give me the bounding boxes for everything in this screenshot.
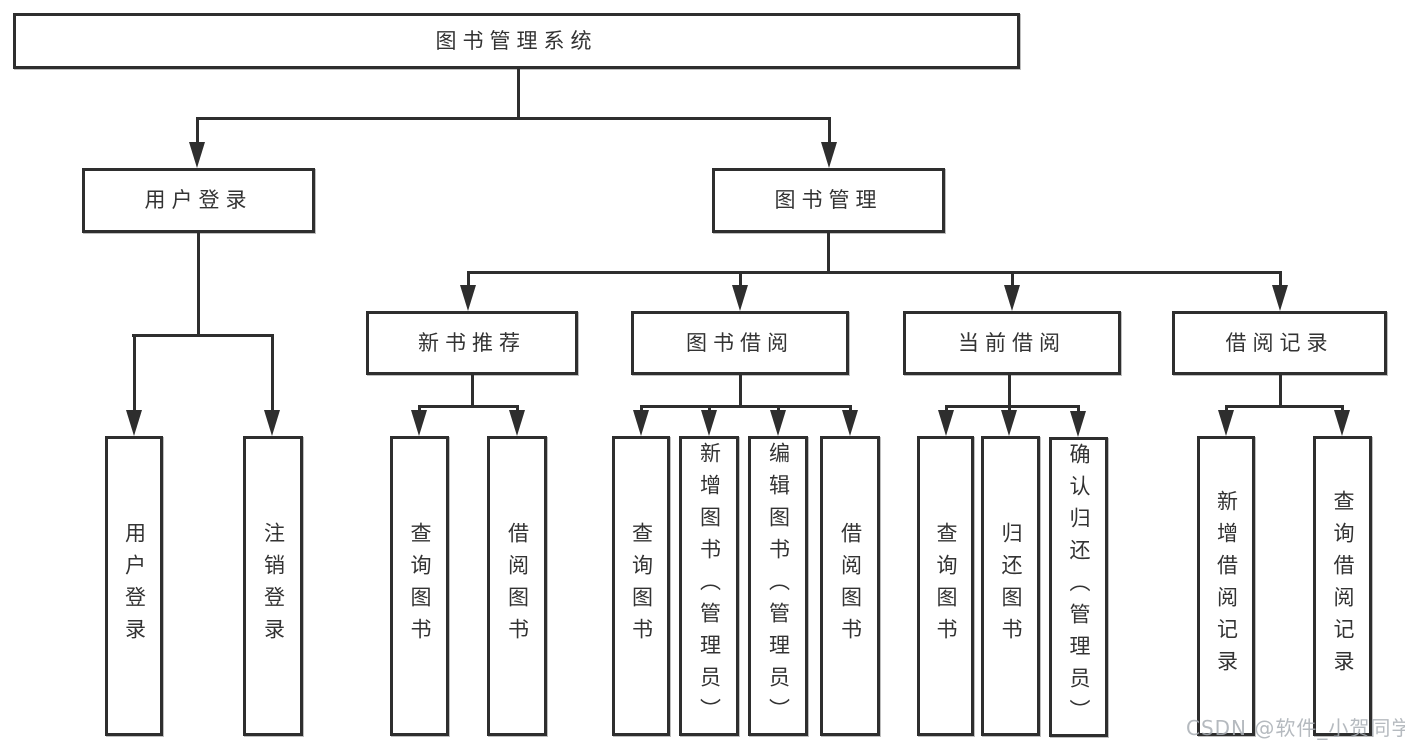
node-new-book-recommend: 新书推荐: [366, 311, 578, 375]
node-current-borrow: 当前借阅: [903, 311, 1121, 375]
leaf-edit-book-admin: 编辑图书（管理员）: [748, 436, 808, 736]
connector-drop: [828, 117, 831, 150]
arrow-down: [460, 285, 476, 311]
leaf-query-borrow-record: 查询借阅记录: [1313, 436, 1372, 736]
arrow-down: [1070, 411, 1086, 437]
connector-drop: [945, 405, 948, 414]
connector-drop: [133, 334, 136, 416]
node-user-login: 用户登录: [82, 168, 315, 233]
arrow-down: [842, 410, 858, 436]
connector-user-login-stem: [197, 231, 200, 336]
connector-drop: [739, 271, 742, 292]
connector-drop: [271, 334, 274, 416]
arrow-down: [633, 410, 649, 436]
arrow-down: [732, 285, 748, 311]
connector-drop: [516, 405, 519, 414]
leaf-query-books-current: 查询图书: [917, 436, 974, 736]
arrow-down: [1001, 410, 1017, 436]
node-borrow-records: 借阅记录: [1172, 311, 1387, 375]
connector-root-stem: [517, 68, 520, 120]
connector-drop: [1279, 271, 1282, 292]
arrow-down: [1334, 410, 1350, 436]
node-library-system: 图书管理系统: [13, 13, 1020, 69]
connector-group-hline: [640, 405, 851, 408]
arrow-down: [1218, 410, 1234, 436]
connector-group-hline: [1225, 405, 1344, 408]
connector-group-stem: [739, 373, 742, 408]
connector-level2-hline: [467, 271, 1281, 274]
connector-drop: [467, 271, 470, 292]
arrow-down: [821, 142, 837, 168]
leaf-logout: 注销登录: [243, 436, 303, 736]
connector-level1-hline: [196, 117, 831, 120]
connector-drop: [777, 405, 780, 414]
leaf-return-book: 归还图书: [981, 436, 1040, 736]
leaf-confirm-return-admin: 确认归还（管理员）: [1049, 437, 1108, 737]
connector-drop: [1341, 405, 1344, 414]
arrow-down: [509, 410, 525, 436]
connector-drop: [196, 117, 199, 150]
csdn-watermark: CSDN @软件_小贺同学: [1186, 716, 1405, 740]
connector-drop: [640, 405, 643, 414]
arrow-down: [1272, 285, 1288, 311]
connector-group-stem: [471, 373, 474, 408]
leaf-borrow-books-recommend: 借阅图书: [487, 436, 547, 736]
arrow-down: [189, 142, 205, 168]
arrow-down: [126, 410, 142, 436]
arrow-down: [701, 410, 717, 436]
connector-drop: [1077, 405, 1080, 414]
leaf-add-book-admin: 新增图书（管理员）: [679, 436, 739, 736]
connector-drop: [418, 405, 421, 414]
connector-group-stem: [1279, 373, 1282, 408]
connector-drop: [849, 405, 852, 414]
connector-group-hline: [418, 405, 519, 408]
connector-drop: [1011, 271, 1014, 292]
arrow-down: [770, 410, 786, 436]
leaf-query-books-borrow: 查询图书: [612, 436, 670, 736]
node-book-management: 图书管理: [712, 168, 945, 233]
node-book-borrow: 图书借阅: [631, 311, 849, 375]
arrow-down: [1004, 285, 1020, 311]
arrow-down: [264, 410, 280, 436]
connector-drop: [708, 405, 711, 414]
connector-user-login-hline: [132, 334, 274, 337]
connector-drop: [1225, 405, 1228, 414]
arrow-down: [938, 410, 954, 436]
arrow-down: [411, 410, 427, 436]
leaf-user-login: 用户登录: [105, 436, 163, 736]
connector-group-stem: [1008, 373, 1011, 408]
leaf-query-books-recommend: 查询图书: [390, 436, 449, 736]
connector-drop: [1008, 405, 1011, 414]
leaf-add-borrow-record: 新增借阅记录: [1197, 436, 1255, 736]
connector-book-mgmt-stem: [827, 231, 830, 274]
connector-group-hline: [945, 405, 1079, 408]
leaf-borrow-books-borrow: 借阅图书: [820, 436, 880, 736]
